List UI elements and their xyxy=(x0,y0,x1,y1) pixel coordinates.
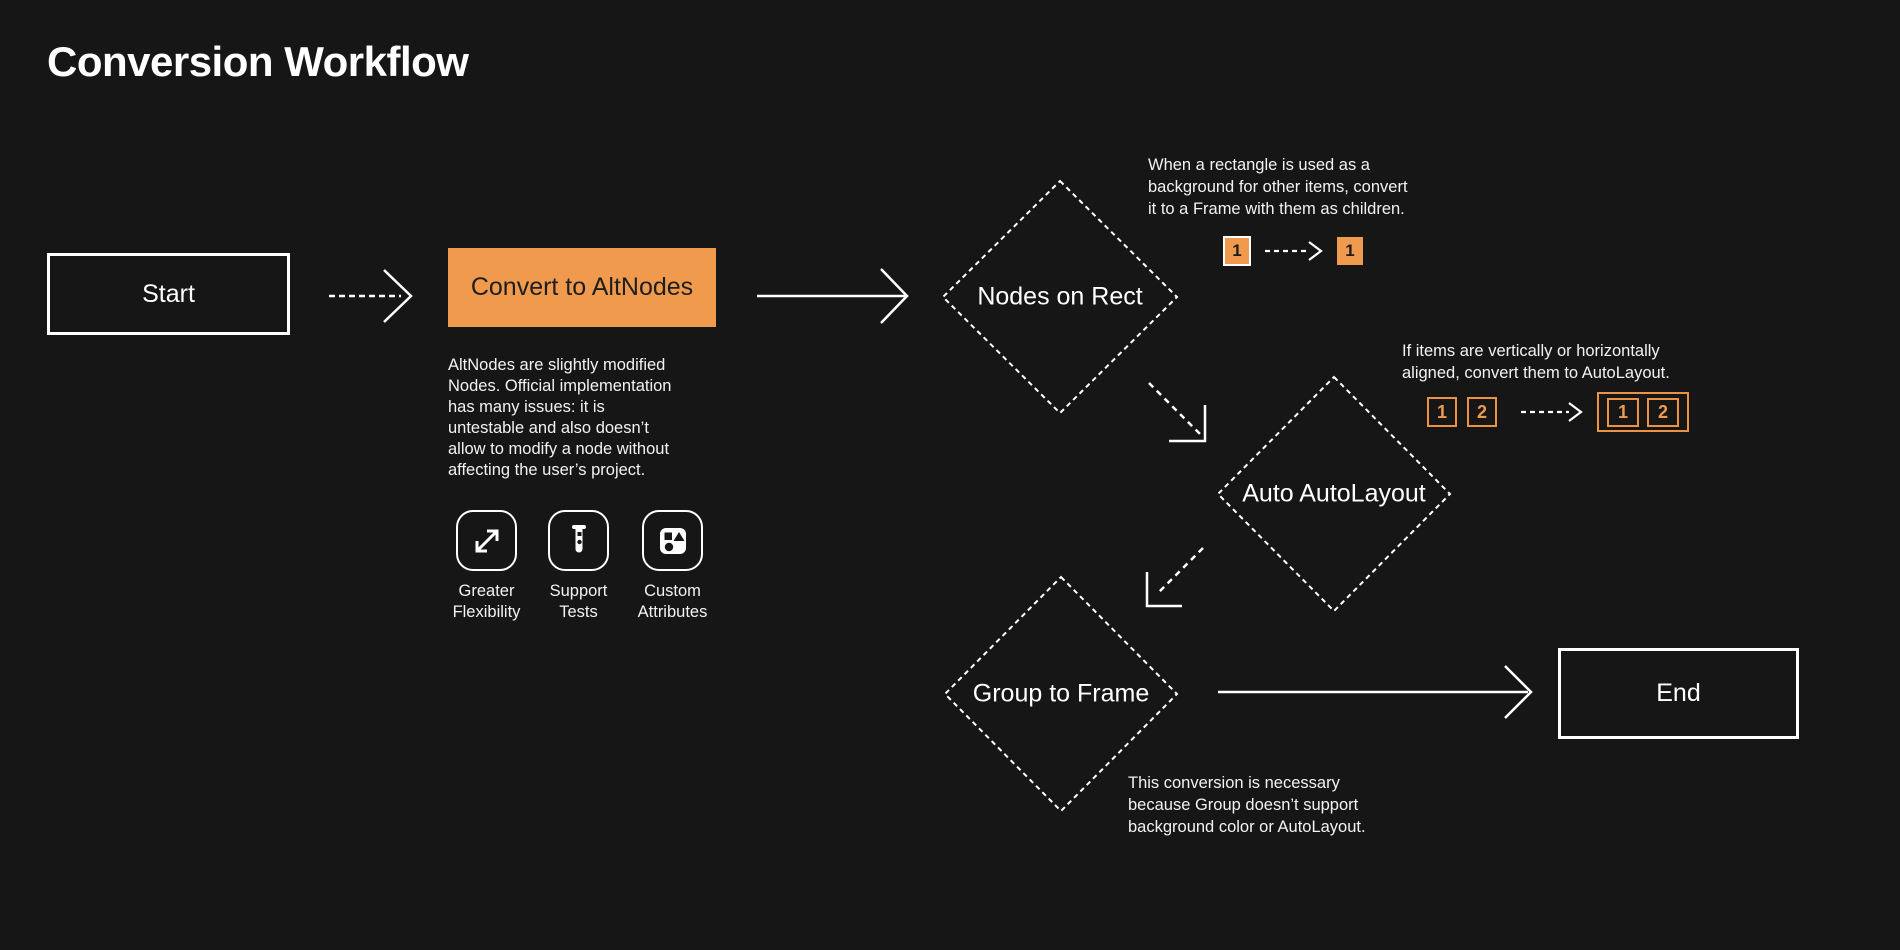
group-to-frame-diamond xyxy=(943,575,1179,813)
item-box-1: 1 xyxy=(1427,397,1457,427)
autolayout-mini-diagram: 1 2 1 2 xyxy=(1427,392,1689,432)
auto-autolayout-label: Auto AutoLayout xyxy=(1242,479,1426,508)
item-box-2: 2 xyxy=(1467,397,1497,427)
frame-after-box: 1 xyxy=(1337,237,1363,265)
annotation-rect-to-frame: When a rectangle is used as a background… xyxy=(1148,156,1408,218)
rect-to-frame-mini-diagram: 1 1 xyxy=(1223,236,1363,266)
auto-autolayout-diamond xyxy=(1216,375,1452,613)
item-box-1: 1 xyxy=(1607,397,1639,427)
item-box-2: 2 xyxy=(1647,397,1679,427)
page-title: Conversion Workflow xyxy=(47,38,469,85)
feature-support-tests: Support Tests xyxy=(531,510,626,623)
arrow-group-to-end xyxy=(1218,665,1533,719)
rect-before-box: 1 xyxy=(1223,236,1251,266)
nodes-on-rect-diamond xyxy=(941,179,1179,415)
feature-custom-attributes: Custom Attributes xyxy=(625,510,720,623)
end-node-label: End xyxy=(1656,679,1701,707)
feature-label: Support Tests xyxy=(549,582,608,621)
convert-note: AltNodes are slightly modified Nodes. Of… xyxy=(448,356,672,479)
mini-dashed-arrow-icon xyxy=(1521,402,1583,422)
arrow-nodes-to-autolayout xyxy=(1148,382,1207,443)
autolayout-frame-box: 1 2 xyxy=(1597,392,1689,432)
annotation-group-frame: This conversion is necessary because Gro… xyxy=(1128,774,1366,836)
convert-node: Convert to AltNodes xyxy=(448,248,716,327)
nodes-on-rect-label: Nodes on Rect xyxy=(977,282,1143,311)
shapes-icon xyxy=(642,510,703,571)
arrow-convert-to-nodes-on-rect xyxy=(757,268,909,324)
group-to-frame-label: Group to Frame xyxy=(972,679,1150,708)
start-node: Start xyxy=(47,253,290,335)
end-node: End xyxy=(1558,648,1799,739)
arrow-start-to-convert xyxy=(329,269,413,323)
start-node-label: Start xyxy=(142,279,195,308)
feature-label: Custom Attributes xyxy=(637,582,708,621)
expand-arrows-icon xyxy=(456,510,517,571)
feature-greater-flexibility: Greater Flexibility xyxy=(439,510,534,623)
mini-dashed-arrow-icon xyxy=(1265,241,1323,261)
feature-label: Greater Flexibility xyxy=(452,582,521,621)
test-tube-icon xyxy=(548,510,609,571)
arrow-autolayout-to-group xyxy=(1145,547,1204,608)
convert-node-label: Convert to AltNodes xyxy=(470,273,694,301)
annotation-autolayout: If items are vertically or horizontally … xyxy=(1402,342,1670,382)
